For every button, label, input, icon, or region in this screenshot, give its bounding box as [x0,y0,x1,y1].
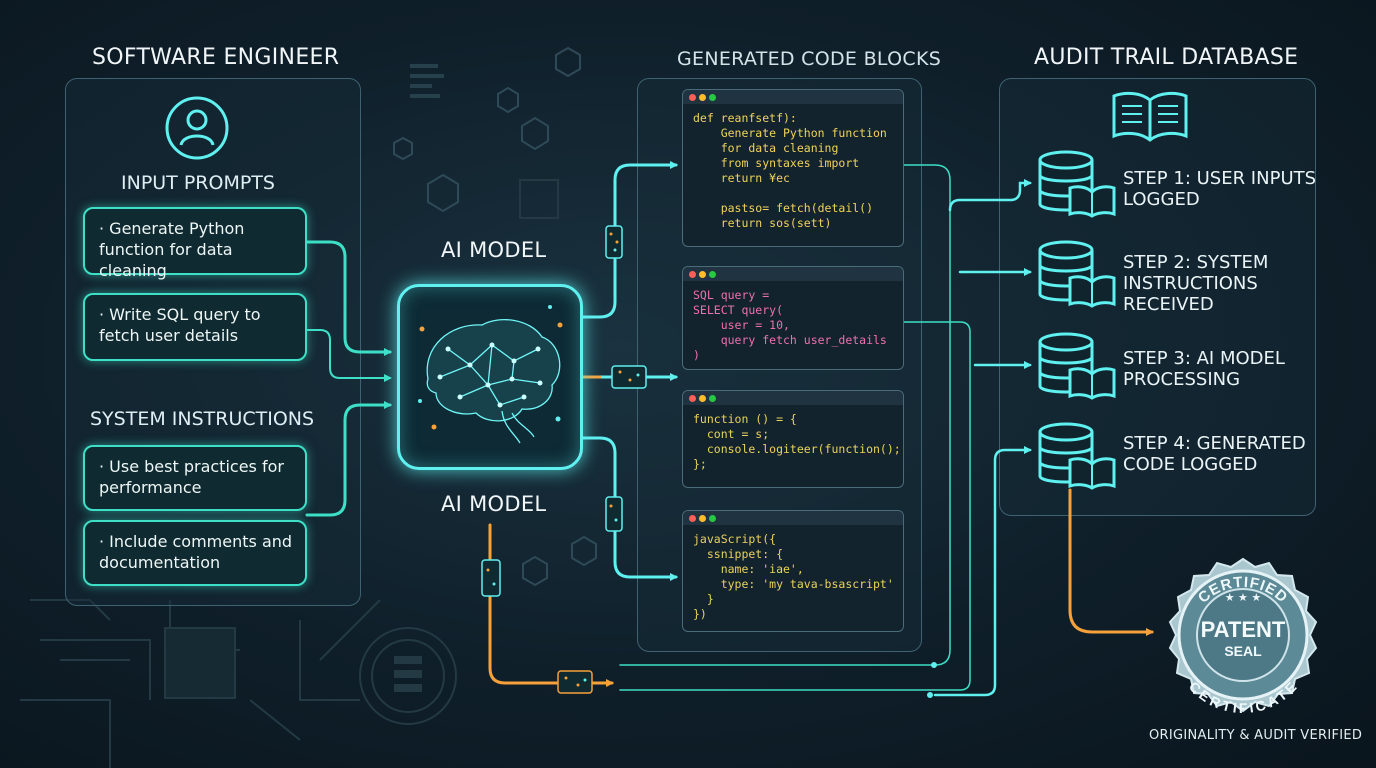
seal-stars-icon: ★ ★ ★ [1225,591,1262,604]
code-text-function: function () = { cont = s; console.logite… [693,412,901,471]
prompt-card-2[interactable]: · Write SQL query to fetch user details [83,293,307,361]
step-1-text: STEP 1: USER INPUTS LOGGED [1123,168,1316,210]
code-blocks-header: GENERATED CODE BLOCKS [677,48,942,70]
database-book-icon [1038,332,1116,400]
window-controls [683,511,903,525]
instruction-card-2[interactable]: · Include comments and documentation [83,520,307,586]
open-book-icon [1112,91,1188,142]
ai-model-label-bottom: AI MODEL [441,492,547,516]
step-4-text: STEP 4: GENERATED CODE LOGGED [1123,433,1306,475]
patent-seal: CERTIFIED CERTIFICATE ★ ★ ★ PATENT SEAL [1168,557,1318,716]
step-4-label: STEP 4: GENERATED CODE LOGGED [1123,433,1306,475]
instruction-text-1: · Use best practices for performance [99,457,284,497]
engineer-header: SOFTWARE ENGINEER [92,45,340,70]
ai-model-label-top: AI MODEL [441,238,547,262]
audit-header: AUDIT TRAIL DATABASE [1034,45,1299,70]
database-book-icon [1038,240,1116,308]
prompt-text-1: · Generate Python function for data clea… [99,219,245,280]
code-text-python: def reanfsetf): Generate Python function… [693,111,887,230]
instruction-card-1[interactable]: · Use best practices for performance [83,445,307,511]
brain-icon [418,305,563,444]
code-text-javascript: javaScript({ ssnippet: { name: 'iae', ty… [693,532,894,621]
database-book-icon [1038,422,1116,490]
window-controls [683,267,903,281]
seal-sub-text: SEAL [1224,643,1262,659]
prompt-text-2: · Write SQL query to fetch user details [99,305,261,345]
seal-caption: ORIGINALITY & AUDIT VERIFIED [1149,728,1363,743]
code-text-sql: SQL query = SELECT query( user = 10, que… [693,288,887,362]
code-block-sql[interactable]: SQL query = SELECT query( user = 10, que… [682,266,904,370]
database-book-icon [1038,150,1116,218]
window-controls [683,391,903,405]
code-block-function[interactable]: function () = { cont = s; console.logite… [682,390,904,488]
user-avatar-icon [165,96,229,160]
seal-main-text: PATENT [1201,617,1286,642]
instruction-text-2: · Include comments and documentation [99,532,293,572]
code-block-javascript[interactable]: javaScript({ ssnippet: { name: 'iae', ty… [682,510,904,632]
window-controls [683,90,903,104]
step-3-text: STEP 3: AI MODEL PROCESSING [1123,348,1285,390]
step-2-label: STEP 2: SYSTEM INSTRUCTIONS RECEIVED [1123,252,1269,315]
ai-model-box[interactable] [397,284,583,470]
step-2-text: STEP 2: SYSTEM INSTRUCTIONS RECEIVED [1123,252,1268,315]
prompt-card-1[interactable]: · Generate Python function for data clea… [83,207,307,280]
step-1-label: STEP 1: USER INPUTS LOGGED [1123,168,1317,210]
input-prompts-title: INPUT PROMPTS [121,172,275,194]
code-block-python[interactable]: def reanfsetf): Generate Python function… [682,89,904,247]
step-3-label: STEP 3: AI MODEL PROCESSING [1123,348,1285,390]
system-instructions-title: SYSTEM INSTRUCTIONS [90,408,315,430]
